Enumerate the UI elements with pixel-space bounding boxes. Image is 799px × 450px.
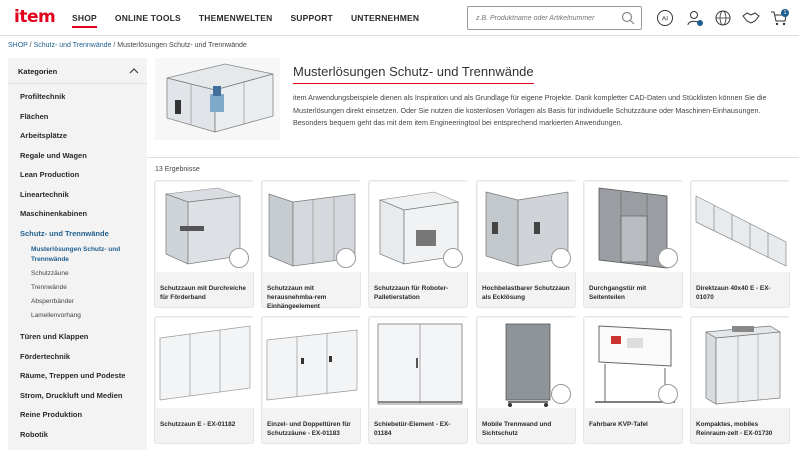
sidebar-item-foerdertechnik[interactable]: Fördertechnik — [20, 351, 71, 361]
product-image — [692, 182, 790, 272]
product-title: Mobile Trennwand und Sichtschutz — [482, 421, 552, 437]
product-image — [585, 182, 683, 272]
product-card[interactable]: Einzel- und Doppeltüren für Schutzzäune … — [261, 316, 361, 444]
sidebar-item-strom-druckluft-medien[interactable]: Strom, Druckluft und Medien — [20, 390, 123, 400]
main-nav: SHOP ONLINE TOOLS THEMENWELTEN SUPPORT U… — [72, 13, 437, 28]
product-title: Schutzzaun für Roboter-Palletierstation — [374, 285, 449, 301]
product-image — [263, 318, 361, 408]
product-title: Durchgangstür mit Seitenteilen — [589, 285, 647, 301]
engineeringtool-badge-icon — [229, 248, 249, 268]
product-card[interactable]: Schutzzaun für Roboter-Palletierstation — [368, 180, 468, 308]
product-card[interactable]: Fahrbare KVP-Tafel — [583, 316, 683, 444]
product-card[interactable]: Schutzzaun mit Durchreiche für Förderban… — [154, 180, 254, 308]
product-card[interactable]: Schiebetür-Element - EX-01184 — [368, 316, 468, 444]
sidebar-item-reine-produktion[interactable]: Reine Produktion — [20, 410, 83, 419]
product-card[interactable]: Mobile Trennwand und Sichtschutz — [476, 316, 576, 444]
sidebar-item-lineartechnik[interactable]: Lineartechnik — [20, 189, 69, 199]
sidebar-subitem-lamellenvorhang[interactable]: Lamellenvorhang — [31, 312, 81, 319]
site-header: item SHOP ONLINE TOOLS THEMENWELTEN SUPP… — [0, 0, 799, 36]
category-sidebar: Kategorien Profiltechnik Flächen Arbeits… — [8, 58, 147, 450]
breadcrumb-separator: / — [27, 42, 34, 49]
product-title: Schutzzaun E - EX-01182 — [160, 421, 236, 428]
engineeringtool-badge-icon — [551, 248, 571, 268]
sidebar-item-profiltechnik[interactable]: Profiltechnik — [20, 92, 66, 101]
product-card[interactable]: Schutzzaun mit herausnehmba-rem Einhänge… — [261, 180, 361, 310]
sidebar-item-maschinenkabinen[interactable]: Maschinenkabinen — [20, 209, 88, 218]
sidebar-item-tueren-und-klappen[interactable]: Türen und Klappen — [20, 332, 89, 341]
sidebar-item-lean-production[interactable]: Lean Production — [20, 170, 80, 179]
engineeringtool-badge-icon — [658, 248, 678, 268]
sidebar-item-flaechen[interactable]: Flächen — [20, 111, 49, 121]
page-description: item Anwendungsbeispiele dienen als Insp… — [293, 93, 767, 127]
product-image — [370, 182, 468, 272]
product-card[interactable]: Schutzzaun E - EX-01182 — [154, 316, 254, 444]
sidebar-item-regale-und-wagen[interactable]: Regale und Wagen — [20, 150, 87, 160]
product-card[interactable]: Hochbelastbarer Schutzzaun als Ecklösung — [476, 180, 576, 308]
breadcrumb-category[interactable]: Schutz- und Trennwände — [33, 42, 112, 49]
product-title: Direktzaun 40x40 E - EX-01070 — [696, 285, 771, 301]
search-input[interactable] — [476, 11, 616, 26]
sidebar-subitem-trennwaende[interactable]: Trennwände — [31, 284, 67, 291]
cart-count-badge: 1 — [781, 9, 789, 17]
sidebar-subitem-schutzzaeune[interactable]: Schutzzäune — [31, 270, 69, 277]
hero-image — [155, 58, 280, 140]
product-title: Schiebetür-Element - EX-01184 — [374, 421, 451, 437]
divider — [147, 157, 799, 158]
product-card[interactable]: Kompaktes, mobiles Reinraum-zelt - EX-01… — [690, 316, 790, 444]
nav-shop[interactable]: SHOP — [72, 13, 97, 28]
product-image — [156, 318, 254, 408]
breadcrumb-current: Musterlösungen Schutz- und Trennwände — [117, 42, 247, 49]
sidebar-header[interactable]: Kategorien — [8, 58, 147, 84]
sidebar-item-arbeitsplaetze[interactable]: Arbeitsplätze — [20, 131, 68, 140]
product-title: Einzel- und Doppeltüren für Schutzzäune … — [267, 421, 351, 437]
nav-online-tools[interactable]: ONLINE TOOLS — [114, 13, 181, 23]
sidebar-item-robotik[interactable]: Robotik — [20, 429, 48, 439]
search-box — [467, 6, 642, 30]
item-logo[interactable]: item — [14, 7, 56, 27]
engineeringtool-badge-icon — [443, 248, 463, 268]
product-image — [156, 182, 254, 272]
product-title: Kompaktes, mobiles Reinraum-zelt - EX-01… — [696, 421, 773, 437]
product-image — [692, 318, 790, 408]
nav-themenwelten[interactable]: THEMENWELTEN — [198, 13, 273, 23]
product-title: Schutzzaun mit Durchreiche für Förderban… — [160, 285, 246, 301]
product-image — [370, 318, 468, 408]
product-card[interactable]: Direktzaun 40x40 E - EX-01070 — [690, 180, 790, 308]
chevron-up-icon[interactable] — [129, 66, 139, 76]
nav-unternehmen[interactable]: UNTERNEHMEN — [350, 13, 420, 23]
engineeringtool-badge-icon — [658, 384, 678, 404]
sidebar-item-schutz-und-trennwaende[interactable]: Schutz- und Trennwände — [20, 228, 109, 238]
product-image — [263, 182, 361, 272]
sidebar-title: Kategorien — [18, 67, 58, 76]
product-title: Hochbelastbarer Schutzzaun als Ecklösung — [482, 285, 570, 301]
product-title: Schutzzaun mit herausnehmba-rem Einhänge… — [267, 285, 327, 310]
user-account-icon[interactable] — [686, 9, 704, 27]
product-title: Fahrbare KVP-Tafel — [589, 421, 648, 428]
sidebar-subitem-absperrbaender[interactable]: Absperrbänder — [31, 298, 74, 305]
nav-support[interactable]: SUPPORT — [290, 13, 333, 23]
language-globe-icon[interactable] — [714, 9, 732, 27]
product-image — [585, 318, 683, 408]
ai-label: AI — [662, 16, 668, 23]
product-card[interactable]: Durchgangstür mit Seitenteilen — [583, 180, 683, 308]
sidebar-item-raeume-treppen-podeste[interactable]: Räume, Treppen und Podeste — [20, 371, 126, 380]
engineeringtool-badge-icon — [336, 248, 356, 268]
breadcrumb: SHOP / Schutz- und Trennwände / Musterlö… — [8, 42, 247, 49]
engineeringtool-badge-icon — [551, 384, 571, 404]
breadcrumb-separator: / — [111, 42, 118, 49]
page-title: Musterlösungen Schutz- und Trennwände — [293, 64, 534, 84]
ai-assistant-icon[interactable]: AI — [656, 9, 674, 27]
handshake-icon[interactable] — [742, 9, 760, 27]
breadcrumb-shop[interactable]: SHOP — [8, 42, 28, 49]
sidebar-subitem-musterloesungen[interactable]: Musterlösungen Schutz- und Trennwände — [31, 246, 121, 263]
search-icon[interactable] — [621, 11, 635, 25]
results-count: 13 Ergebnisse — [155, 166, 200, 173]
